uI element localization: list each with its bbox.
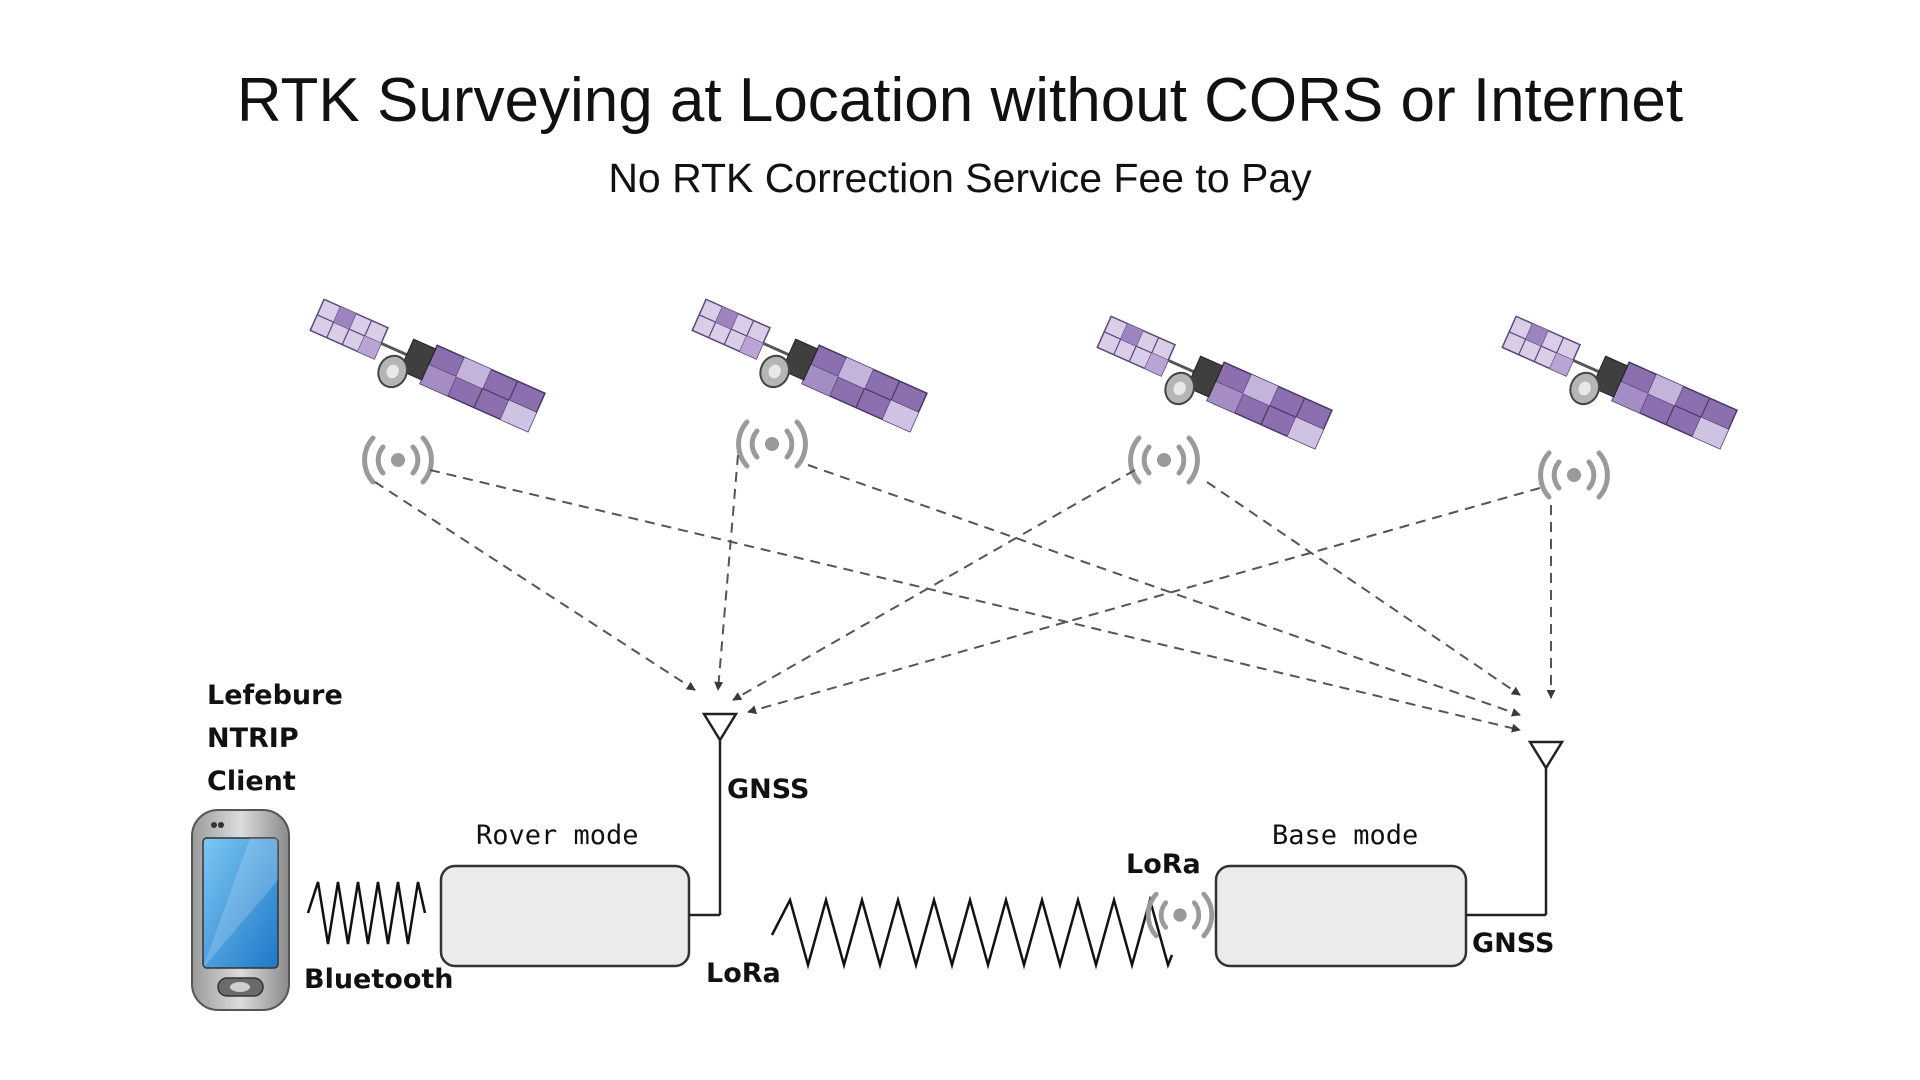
satellite-icon — [300, 294, 547, 448]
satellite-icon — [682, 294, 929, 448]
base-mode-label: Base mode — [1272, 820, 1418, 851]
gnss-base-label: GNSS — [1472, 928, 1554, 959]
rover-device — [439, 864, 691, 968]
phone-label-line-3: Client — [207, 766, 296, 797]
antenna-icon — [1527, 740, 1565, 915]
lora-base-label: LoRa — [1126, 849, 1201, 880]
wave-signal-icon — [306, 881, 427, 945]
satellite-signal-paths — [374, 454, 1556, 733]
broadcast-signal-icon — [739, 422, 806, 466]
smartphone-icon — [191, 809, 290, 1011]
broadcast-signal-icon — [1541, 453, 1608, 497]
phone-label-line-2: NTRIP — [207, 723, 299, 754]
satellite-icon — [1492, 311, 1739, 465]
bluetooth-label: Bluetooth — [304, 964, 454, 995]
antenna-icon — [701, 712, 739, 915]
satellite-icon — [1087, 311, 1334, 465]
page-title: RTK Surveying at Location without CORS o… — [236, 66, 1684, 135]
broadcast-signal-icon — [365, 438, 432, 482]
rover-mode-label: Rover mode — [476, 820, 639, 851]
broadcast-signal-icon — [1131, 438, 1198, 482]
lora-rover-label: LoRa — [706, 958, 781, 989]
phone-label-line-1: Lefebure — [207, 680, 343, 711]
base-device — [1214, 864, 1468, 968]
wave-signal-icon — [770, 895, 1174, 970]
page-subtitle: No RTK Correction Service Fee to Pay — [608, 155, 1312, 201]
gnss-rover-label: GNSS — [727, 774, 809, 805]
